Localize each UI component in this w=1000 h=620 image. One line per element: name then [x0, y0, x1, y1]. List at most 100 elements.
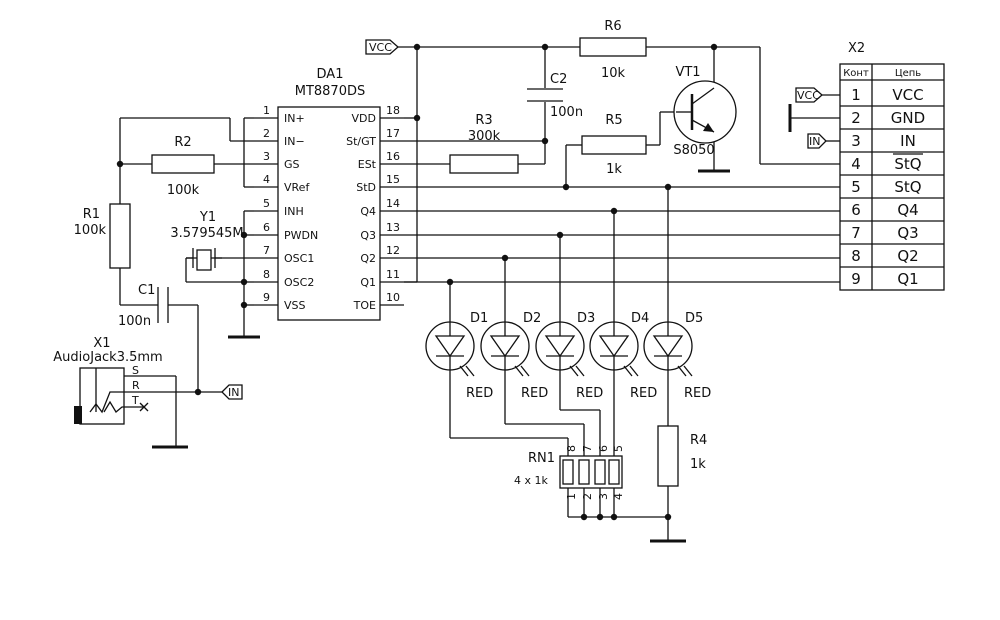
pin-number: 4	[263, 173, 270, 186]
transistor-vt1: VT1 S8050	[673, 65, 737, 158]
row-pin: 4	[851, 155, 861, 173]
pin-number: 16	[386, 150, 400, 163]
wires	[119, 46, 840, 543]
resistor-r1: R1 100k	[74, 203, 131, 269]
value-label: 100n	[550, 105, 583, 120]
row-pin: 8	[851, 247, 861, 265]
row-net: Q1	[897, 270, 918, 288]
pin-number: 2	[581, 493, 594, 500]
value-label: S8050	[673, 143, 714, 158]
ic-ref: DA1	[317, 67, 344, 82]
resistor-r4: R4 1k	[657, 425, 707, 487]
pin-label: S	[132, 364, 139, 377]
ic-da1: DA1 MT8870DS 1 2 3	[254, 67, 404, 321]
value-label: AudioJack3.5mm	[53, 350, 162, 365]
pin-number: 15	[386, 173, 400, 186]
ref-label: R5	[605, 113, 622, 128]
pin-number: 5	[612, 445, 625, 452]
row-net: IN	[900, 132, 916, 150]
ref-label: D2	[523, 311, 541, 326]
row-pin: 5	[851, 178, 861, 196]
resistor-r3: R3 300k	[449, 113, 519, 174]
pin-number: 18	[386, 104, 400, 117]
pin-number: 8	[263, 268, 270, 281]
resistor-r2: R2 100k	[151, 135, 215, 198]
row-net: StQ	[894, 178, 921, 196]
ref-label: D4	[631, 311, 649, 326]
pin-name: OSC1	[284, 252, 314, 265]
value-label: 100k	[167, 183, 200, 198]
pin-number: 6	[597, 445, 610, 452]
ref-label: R6	[604, 19, 621, 34]
net-label-text: IN	[228, 386, 239, 399]
row-net: Q3	[897, 224, 918, 242]
row-net: Q4	[897, 201, 918, 219]
ref-label: R4	[690, 433, 707, 448]
connector-ref: X2	[848, 41, 865, 56]
net-label-text: VCC	[797, 89, 820, 102]
pin-name: TOE	[353, 299, 376, 312]
value-label: 3.579545M	[170, 226, 243, 241]
pin-name: Q2	[360, 252, 376, 265]
pin-number: 13	[386, 221, 400, 234]
ref-label: R3	[475, 113, 492, 128]
header-net: Цепь	[895, 68, 921, 79]
pin-name: ESt	[358, 158, 377, 171]
pin-name: IN+	[284, 112, 305, 125]
led-d1: D1 RED	[425, 311, 493, 401]
led-d5: D5 RED	[643, 311, 711, 401]
pin-number: 2	[263, 127, 270, 140]
ref-label: D1	[470, 311, 488, 326]
pin-label: R	[132, 379, 140, 392]
row-pin: 1	[851, 86, 861, 104]
pin-number: 4	[612, 493, 625, 500]
ref-label: C2	[550, 72, 567, 87]
pin-name: OSC2	[284, 276, 314, 289]
pin-name: VSS	[284, 299, 306, 312]
resistor-r5: R5 1k	[581, 113, 647, 177]
pin-name: Q4	[360, 205, 376, 218]
pin-name: VDD	[352, 112, 376, 125]
row-net: GND	[891, 109, 925, 127]
pin-name: Q1	[360, 276, 376, 289]
pin-number: 9	[263, 291, 270, 304]
ref-label: D3	[577, 311, 595, 326]
color-label: RED	[576, 386, 603, 401]
ref-label: R2	[174, 135, 191, 150]
ic-body	[277, 106, 381, 321]
ref-label: R1	[83, 207, 100, 222]
pin-number: 1	[263, 104, 270, 117]
pin-name: StD	[356, 181, 376, 194]
value-label: 100n	[118, 314, 151, 329]
pin-number: 7	[263, 244, 270, 257]
row-net: StQ	[894, 155, 921, 173]
row-pin: 6	[851, 201, 861, 219]
resistor-r6: R6 10k	[579, 19, 647, 81]
value-label: 300k	[468, 129, 501, 144]
color-label: RED	[684, 386, 711, 401]
net-label-text: VCC	[369, 41, 392, 54]
pin-number: 14	[386, 197, 400, 210]
junctions	[116, 43, 718, 521]
led-d3: D3 RED	[535, 311, 603, 401]
color-label: RED	[521, 386, 548, 401]
color-label: RED	[466, 386, 493, 401]
net-label-vcc-x2: VCC	[795, 87, 823, 103]
capacitor-c2: C2 100n	[527, 72, 583, 120]
pin-number: 7	[581, 445, 594, 452]
row-net: Q2	[897, 247, 918, 265]
ic-left-pin-stubs	[254, 117, 278, 306]
row-net: VCC	[892, 86, 923, 104]
value-label: 1k	[690, 457, 706, 472]
pin-name: PWDN	[284, 229, 318, 242]
ref-label: D5	[685, 311, 703, 326]
pin-number: 1	[565, 493, 578, 500]
ref-label: C1	[138, 283, 155, 298]
ref-label: Y1	[199, 210, 216, 225]
resistor-network-rn1: RN1 4 x 1k 8 7 6 5 1 2 3 4	[514, 445, 625, 500]
pin-number: 8	[565, 445, 578, 452]
row-pin: 9	[851, 270, 861, 288]
led-d2: D2 RED	[480, 311, 548, 401]
ic-right-pin-stubs	[380, 117, 404, 306]
